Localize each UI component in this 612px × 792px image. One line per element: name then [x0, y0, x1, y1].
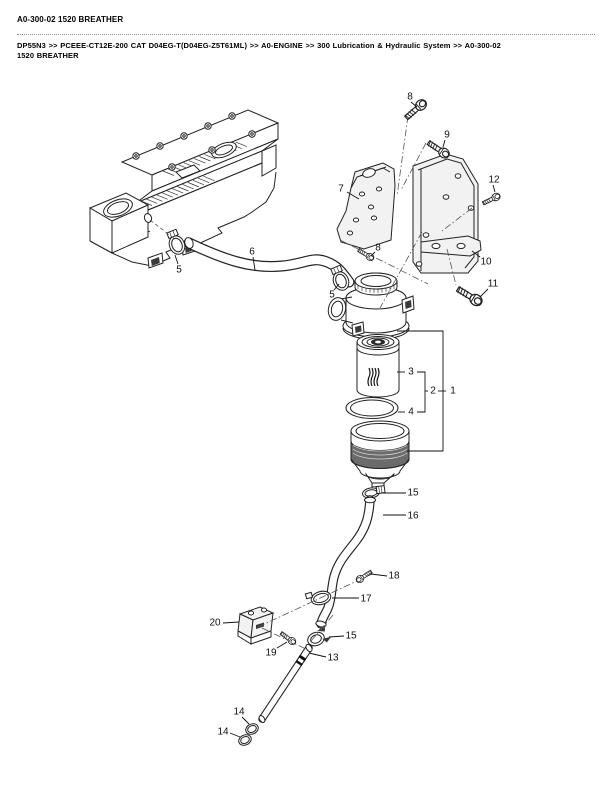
callout-brackets: [397, 330, 446, 452]
callout-label-11: 11: [488, 279, 499, 290]
bolt-11: [454, 283, 485, 309]
bracket-10: [412, 153, 482, 274]
callout-label-15: 15: [407, 488, 419, 499]
breather-port: [211, 141, 237, 159]
o-ring-4: [345, 397, 399, 419]
oil-filler-opening: [103, 198, 133, 218]
callout-label-6: 6: [249, 247, 255, 258]
breadcrumb: DP55N3 >> PCEEE-CT12E-200 CAT D04EG-T(D0…: [17, 41, 501, 60]
callout-label-18: 18: [388, 571, 400, 582]
callout-label-3: 3: [408, 367, 414, 378]
callout-label-5: 5: [329, 290, 335, 301]
callout-label-2: 2: [430, 386, 436, 397]
hose-clamp-5-right: [330, 264, 350, 291]
page-title: A0-300-02 1520 BREATHER: [17, 15, 124, 24]
bolt-19: [278, 629, 298, 647]
center-lines: [149, 115, 473, 652]
callout-label-15: 15: [345, 631, 357, 642]
hose-clamp-17: [304, 590, 332, 606]
cover-outlet-stub: [143, 213, 153, 223]
callout-label-4: 4: [408, 407, 414, 418]
callout-label-13: 13: [327, 653, 339, 664]
breather-bowl: [350, 420, 410, 493]
header-divider: [17, 34, 595, 35]
callout-leaders: [174, 101, 496, 738]
bracket-20: [237, 606, 275, 645]
breather-head: [327, 272, 415, 340]
callout-label-20: 20: [209, 618, 221, 629]
valve-cover: [88, 109, 280, 269]
callout-label-16: 16: [407, 511, 419, 522]
bracket-10-lug: [420, 235, 482, 257]
callout-label-12: 12: [488, 175, 500, 186]
drain-tube-13: [258, 643, 313, 723]
hose-clamp-15-mid: [307, 625, 332, 647]
callout-label-1: 1: [450, 386, 456, 397]
callout-label-14: 14: [233, 707, 245, 718]
callout-label-17: 17: [360, 594, 372, 605]
cover-bolts: [132, 112, 256, 171]
breather-hose-6: [183, 237, 355, 288]
filter-element-3: [356, 334, 400, 398]
ring-14-a: [245, 723, 259, 735]
callout-label-5: 5: [176, 265, 182, 276]
drain-hose-16: [315, 495, 376, 629]
callout-label-10: 10: [480, 257, 492, 268]
callout-label-8: 8: [407, 92, 413, 103]
bolt-18: [354, 568, 374, 585]
hose-clamp-5-left: [166, 228, 186, 255]
callout-label-14: 14: [217, 727, 229, 738]
bracket-7: [336, 162, 396, 250]
callout-label-19: 19: [265, 648, 277, 659]
page-header: A0-300-02 1520 BREATHER DP55N3 >> PCEEE-…: [17, 15, 595, 61]
callout-label-8: 8: [375, 243, 381, 254]
ring-14-b: [238, 734, 252, 746]
callout-label-7: 7: [338, 184, 344, 195]
bolt-12: [481, 191, 502, 208]
callout-label-9: 9: [444, 130, 450, 141]
